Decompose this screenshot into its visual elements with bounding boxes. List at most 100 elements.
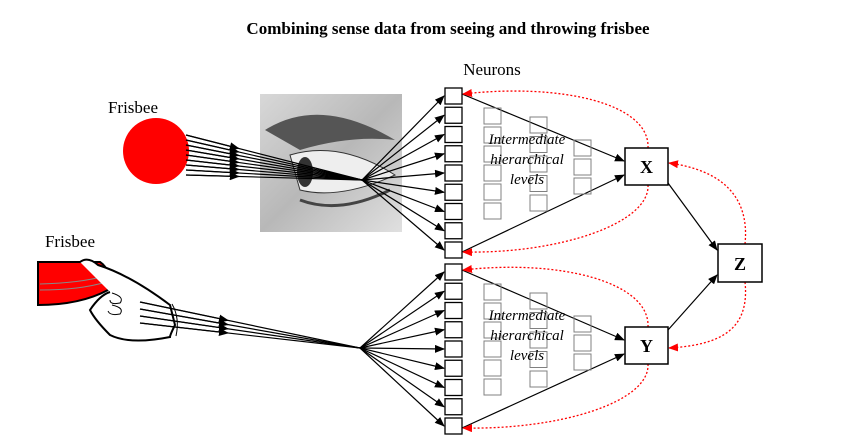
intermediate-neuron bbox=[483, 378, 502, 396]
neuron-to-node-arrow bbox=[461, 174, 625, 253]
neurons-label: Neurons bbox=[463, 60, 521, 79]
neuron-top bbox=[444, 145, 463, 163]
sensory-to-neuron-arrow bbox=[359, 290, 445, 349]
sensory-to-neuron-arrow bbox=[361, 179, 445, 251]
sensory-to-neuron-arrow bbox=[359, 347, 445, 371]
neuron-bottom bbox=[444, 301, 463, 320]
node-z-label: Z bbox=[734, 254, 746, 274]
neuron-to-node-arrow bbox=[461, 93, 625, 162]
intermediate-neuron bbox=[483, 302, 502, 320]
intermediate-neuron bbox=[529, 194, 548, 212]
intermediate-neuron bbox=[529, 116, 548, 134]
intermediate-neuron bbox=[529, 292, 548, 310]
intermediate-line: Intermediate bbox=[488, 132, 566, 148]
sensory-to-neuron-arrow bbox=[361, 114, 445, 181]
neuron-to-node-arrow bbox=[461, 353, 625, 429]
intermediate-label-bottom: Intermediate hierarchical levels bbox=[488, 308, 566, 364]
neuron-bottom bbox=[444, 359, 463, 377]
node-x: X bbox=[624, 147, 669, 186]
intermediate-line: levels bbox=[510, 348, 544, 364]
neuron-bottom bbox=[444, 398, 463, 416]
sensory-to-neuron-arrow bbox=[359, 347, 445, 389]
sensory-to-neuron-arrow bbox=[361, 179, 445, 195]
feedback-arrow bbox=[668, 160, 747, 245]
intermediate-line: hierarchical bbox=[490, 152, 564, 168]
intermediate-neuron bbox=[483, 202, 502, 220]
frisbee-seen-label: Frisbee bbox=[108, 98, 158, 117]
sensory-to-neuron-arrow bbox=[359, 271, 445, 349]
sensory-to-neuron-arrow bbox=[361, 133, 445, 181]
neuron-bottom bbox=[444, 378, 463, 397]
intermediate-neuron bbox=[483, 359, 502, 377]
intermediate-neuron bbox=[483, 340, 502, 358]
feedback-arrow bbox=[462, 184, 649, 257]
intermediate-label-top: Intermediate hierarchical levels bbox=[488, 132, 566, 188]
intermediate-neuron bbox=[529, 331, 548, 349]
intermediate-neuron bbox=[483, 283, 502, 301]
intermediate-neuron bbox=[483, 183, 502, 201]
neuron-top bbox=[444, 87, 463, 105]
feedback-arrow bbox=[668, 281, 747, 352]
motor-signal-arrow bbox=[139, 315, 229, 332]
motor-signal-arrow bbox=[139, 301, 229, 323]
intermediate-neuron bbox=[573, 139, 592, 157]
intermediate-neuron bbox=[529, 155, 548, 173]
neuron-bottom bbox=[444, 340, 463, 358]
neuron-bottom bbox=[444, 282, 463, 300]
intermediate-neuron bbox=[529, 175, 548, 192]
sensory-to-neuron-arrow bbox=[359, 327, 445, 349]
sensory-to-neuron-arrow bbox=[359, 309, 445, 349]
neuron-bottom bbox=[444, 321, 463, 339]
eye-image bbox=[260, 94, 402, 232]
hand-with-frisbee bbox=[37, 258, 178, 342]
neuron-to-node-arrow bbox=[461, 269, 625, 341]
feedback-arrow bbox=[462, 363, 649, 433]
neuron-top bbox=[444, 222, 463, 240]
node-y: Y bbox=[624, 326, 669, 365]
light-ray-arrow bbox=[185, 168, 240, 177]
neuron-top bbox=[444, 202, 463, 221]
neuron-top bbox=[444, 125, 463, 144]
sensory-to-neuron-arrow bbox=[361, 152, 445, 181]
sensory-to-neuron-arrow bbox=[361, 179, 445, 232]
intermediate-neuron bbox=[529, 136, 548, 153]
intermediate-neuron bbox=[483, 107, 502, 125]
feedback-arrow bbox=[462, 89, 649, 149]
intermediate-neuron bbox=[573, 177, 592, 195]
intermediate-neuron bbox=[483, 126, 502, 144]
neuron-top bbox=[444, 106, 463, 124]
sensory-to-neuron-arrow bbox=[359, 347, 445, 408]
feedback-arrow bbox=[462, 265, 649, 328]
intermediate-neuron bbox=[573, 353, 592, 371]
neuron-bottom bbox=[444, 263, 463, 281]
intermediate-neuron bbox=[483, 321, 502, 339]
neuron-top bbox=[444, 164, 463, 182]
frisbee-circle bbox=[123, 118, 189, 184]
intermediate-line: hierarchical bbox=[490, 328, 564, 344]
intermediate-neuron bbox=[529, 370, 548, 388]
sensory-to-neuron-arrow bbox=[359, 344, 445, 353]
intermediate-neuron bbox=[483, 164, 502, 182]
intermediate-neuron bbox=[529, 351, 548, 368]
neuron-bottom bbox=[444, 417, 463, 435]
motor-signal-arrow bbox=[139, 308, 229, 327]
sensory-to-neuron-arrow bbox=[361, 95, 445, 181]
neuron-top bbox=[444, 241, 463, 259]
node-y-label: Y bbox=[640, 336, 653, 356]
intermediate-line: levels bbox=[510, 172, 544, 188]
x-to-z-arrow bbox=[667, 182, 718, 251]
sensory-to-neuron-arrow bbox=[361, 179, 445, 213]
diagram-title: Combining sense data from seeing and thr… bbox=[246, 19, 650, 38]
intermediate-neuron bbox=[573, 158, 592, 176]
sensory-to-neuron-arrow bbox=[361, 169, 445, 181]
intermediate-neuron bbox=[573, 334, 592, 352]
sensory-to-neuron-arrow bbox=[359, 347, 445, 427]
y-to-z-arrow bbox=[667, 274, 718, 331]
node-z: Z bbox=[717, 243, 763, 283]
motor-signal-arrow bbox=[139, 322, 229, 336]
intermediate-neuron bbox=[573, 315, 592, 333]
intermediate-neuron bbox=[483, 145, 502, 163]
intermediate-line: Intermediate bbox=[488, 308, 566, 324]
